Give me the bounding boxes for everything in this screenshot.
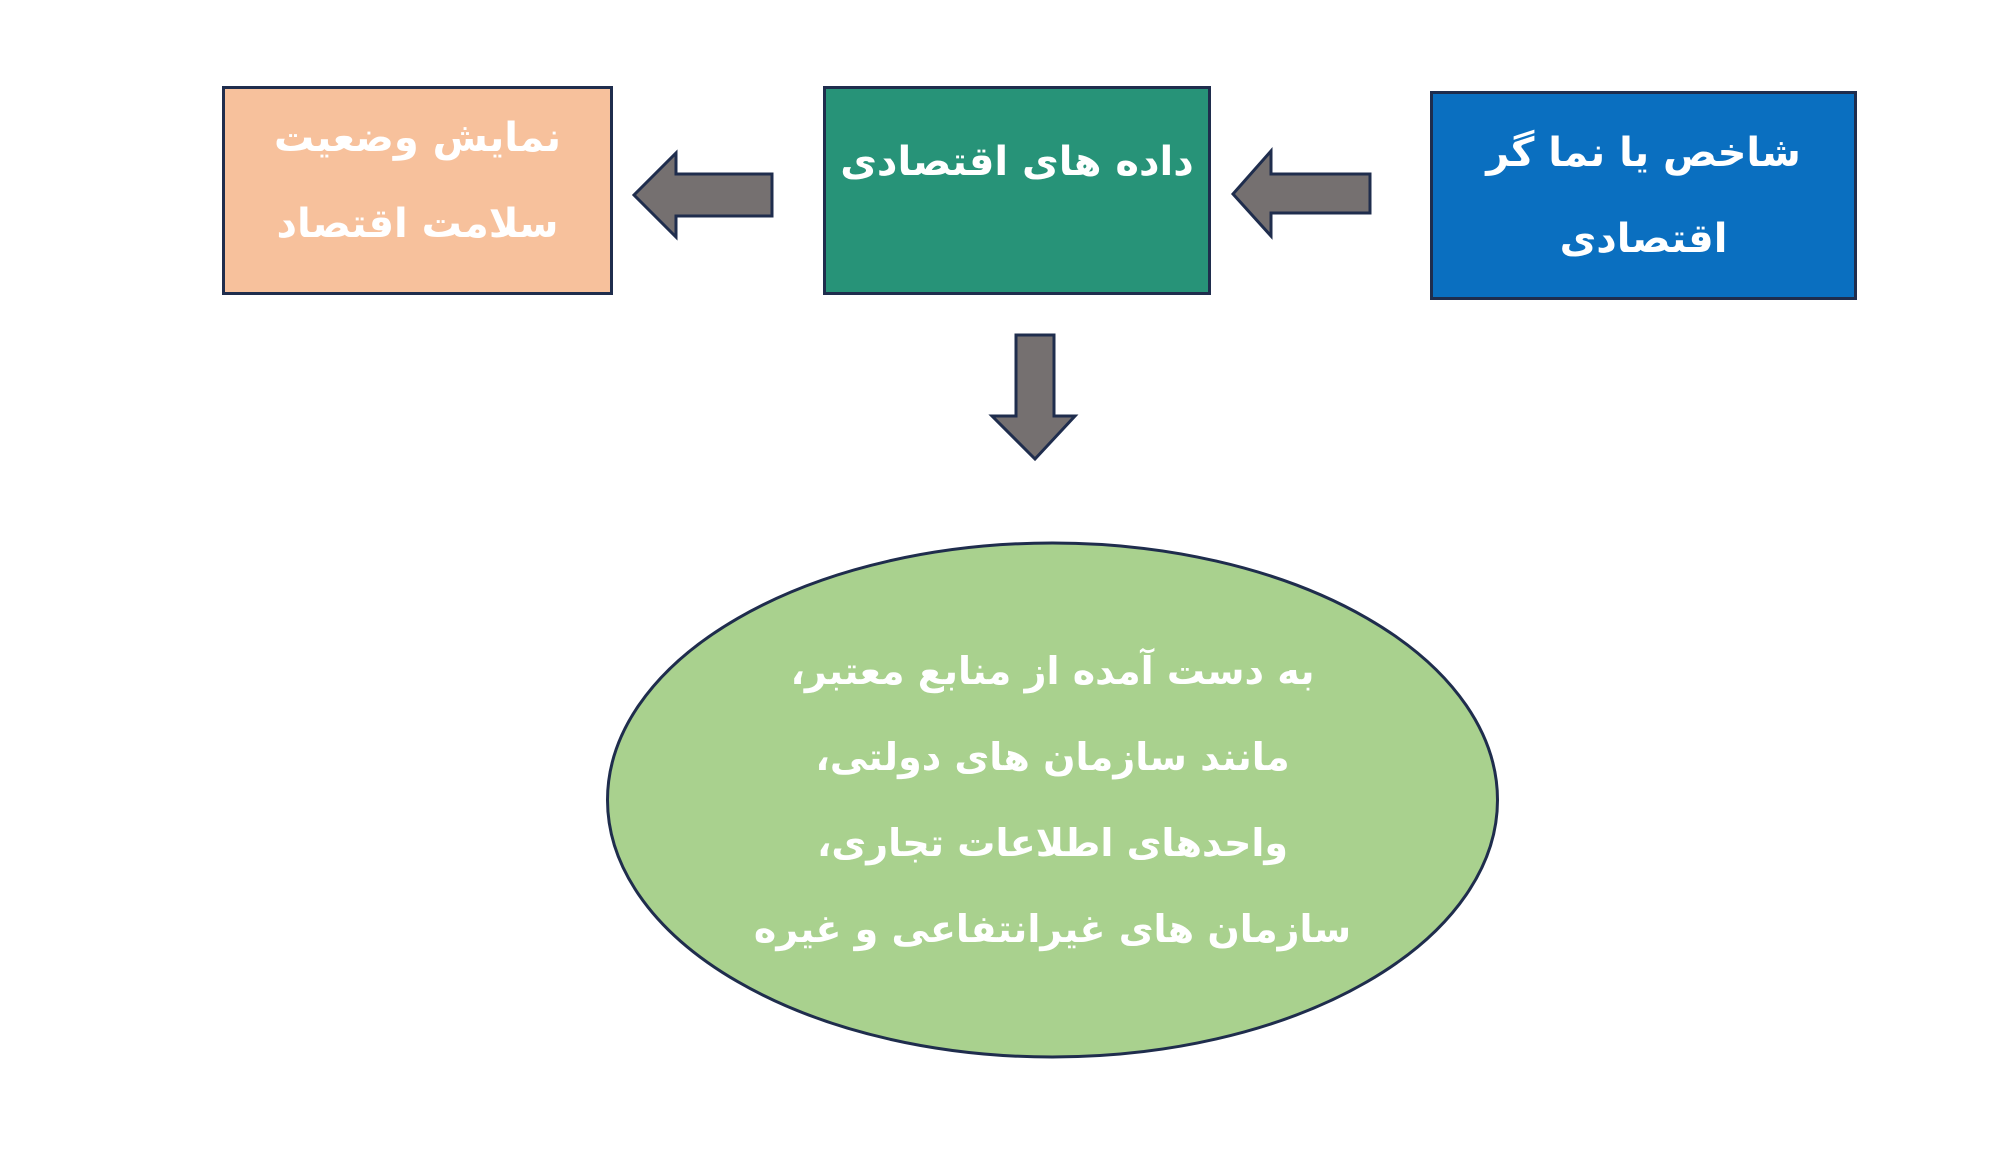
arrow-data-to-sources [988, 333, 1079, 462]
economic-indicator-box: شاخص یا نما گر اقتصادی [1430, 91, 1857, 300]
data-line-1: داده های اقتصادی [840, 139, 1194, 185]
health-line-2: سلامت اقتصاد [276, 201, 559, 247]
arrow-indicator-to-data [1230, 147, 1372, 240]
economic-data-box: داده های اقتصادی [823, 86, 1211, 295]
data-sources-ellipse: به دست آمده از منابع معتبر، مانند سازمان… [605, 540, 1500, 1060]
economic-health-box: نمایش وضعیت سلامت اقتصاد [222, 86, 613, 295]
sources-line-4: سازمان های غیرانتفاعی و غیره [753, 907, 1352, 951]
sources-line-2: مانند سازمان های دولتی، [815, 735, 1290, 779]
health-line-1: نمایش وضعیت [273, 115, 562, 161]
sources-line-3: واحدهای اطلاعات تجاری، [816, 821, 1289, 865]
arrow-data-to-health [631, 149, 774, 241]
ellipse-text: به دست آمده از منابع معتبر، مانند سازمان… [605, 540, 1500, 1060]
sources-line-1: به دست آمده از منابع معتبر، [790, 649, 1315, 693]
indicator-line-2: اقتصادی [1559, 215, 1728, 262]
indicator-line-1: شاخص یا نما گر [1486, 129, 1801, 176]
ellipse-shape [606, 541, 1499, 1059]
